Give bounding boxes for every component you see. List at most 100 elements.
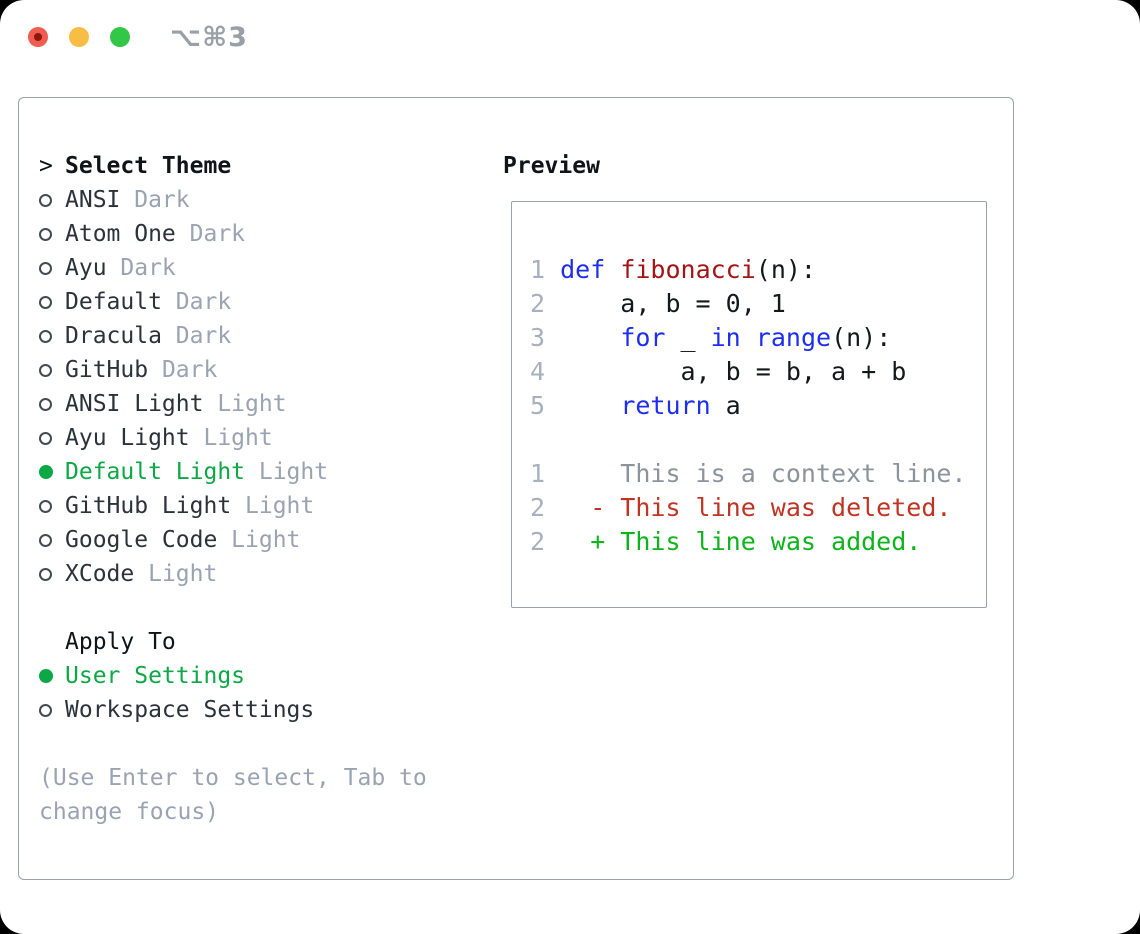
theme-option[interactable]: Ayu Dark <box>39 251 427 285</box>
code-line: 3 for _ in range(n): <box>530 321 986 355</box>
spacer <box>39 727 427 761</box>
close-dot-icon <box>34 33 42 41</box>
select-theme-title: Select Theme <box>65 153 232 179</box>
option-variant: Dark <box>161 357 218 383</box>
radio-icon <box>39 363 52 377</box>
radio-icon <box>39 567 52 581</box>
theme-option[interactable]: Ayu Light Light <box>39 421 427 455</box>
select-theme-header: > Select Theme <box>39 149 427 183</box>
option-label: Ayu Light <box>65 425 190 451</box>
theme-option[interactable]: Dracula Dark <box>39 319 427 353</box>
code-token-plain <box>560 323 620 352</box>
titlebar: ⌥⌘3 <box>0 0 1140 76</box>
theme-option[interactable]: Google Code Light <box>39 523 427 557</box>
theme-option[interactable]: Default Dark <box>39 285 427 319</box>
option-label: Atom One <box>65 221 176 247</box>
option-label: Google Code <box>65 527 218 553</box>
code-token-plain: a <box>710 391 741 420</box>
radio-icon <box>39 669 53 683</box>
option-label: Workspace Settings <box>65 697 315 723</box>
option-label: XCode <box>65 561 135 587</box>
option-label: ANSI Light <box>65 391 204 417</box>
apply-to-option[interactable]: Workspace Settings <box>39 693 427 727</box>
fullscreen-button[interactable] <box>110 27 130 47</box>
option-label: GitHub <box>65 357 149 383</box>
help-line: change focus) <box>39 799 220 825</box>
code-line: 2 + This line was added. <box>530 525 986 559</box>
option-variant: Dark <box>189 221 246 247</box>
radio-icon <box>39 227 52 241</box>
option-variant: Dark <box>120 255 176 281</box>
theme-option[interactable]: Atom One Dark <box>39 217 427 251</box>
apply-to-option[interactable]: User Settings <box>39 659 427 693</box>
radio-icon <box>39 533 52 547</box>
option-variant: Light <box>148 561 218 587</box>
apply-to-list: User Settings Workspace Settings <box>39 659 427 727</box>
radio-icon <box>39 193 52 207</box>
theme-option[interactable]: ANSI Light Light <box>39 387 427 421</box>
code-token-plain <box>560 391 620 420</box>
option-label: User Settings <box>65 663 246 689</box>
theme-option[interactable]: ANSI Dark <box>39 183 427 217</box>
radio-icon <box>39 499 52 513</box>
code-line: 4 a, b = b, a + b <box>530 355 986 389</box>
preview-title: Preview <box>503 153 600 179</box>
code-token-function: fibonacci <box>620 255 756 284</box>
option-label: GitHub Light <box>65 493 232 519</box>
theme-list: ANSI Dark Atom One Dark Ayu Dark Default… <box>39 183 427 591</box>
traffic-lights <box>28 27 130 47</box>
line-number: 2 <box>530 493 546 522</box>
option-label: Ayu <box>65 255 107 281</box>
line-number: 1 <box>530 255 546 284</box>
code-token-plain <box>605 255 620 284</box>
code-token-plain: (n): <box>831 323 892 352</box>
theme-option[interactable]: XCode Light <box>39 557 427 591</box>
option-variant: Light <box>258 459 329 485</box>
spacer <box>39 591 427 625</box>
code-line: 1 This is a context line. <box>530 457 986 491</box>
radio-icon <box>39 329 52 343</box>
option-label: ANSI <box>65 187 121 213</box>
help-line: (Use Enter to select, Tab to <box>39 765 427 791</box>
close-button[interactable] <box>28 27 48 47</box>
line-number: 4 <box>530 357 546 386</box>
code-line <box>530 423 986 457</box>
option-label: Dracula <box>65 323 162 349</box>
line-number: 2 <box>530 527 546 556</box>
code-token-keyword: return <box>620 391 711 420</box>
code-token-added: + This line was added. <box>560 527 922 556</box>
line-number: 2 <box>530 289 546 318</box>
minimize-button[interactable] <box>69 27 89 47</box>
code-token-context: This is a context line. <box>560 459 967 488</box>
window-title: ⌥⌘3 <box>170 22 248 53</box>
option-label: Default Light <box>65 459 246 485</box>
theme-option[interactable]: GitHub Light Light <box>39 489 427 523</box>
option-variant: Light <box>203 425 273 451</box>
option-label: Default <box>65 289 162 315</box>
apply-to-header: Apply To <box>39 625 427 659</box>
code-token-plain: a, b = 0, 1 <box>560 289 786 318</box>
radio-icon <box>39 703 52 717</box>
theme-option[interactable]: GitHub Dark <box>39 353 427 387</box>
option-variant: Light <box>217 391 287 417</box>
code-token-plain: (n): <box>755 255 816 284</box>
theme-option[interactable]: Default Light Light <box>39 455 427 489</box>
code-token-keyword: in <box>710 323 741 352</box>
code-line: 2 - This line was deleted. <box>530 491 986 525</box>
code-token-deleted: - This line was deleted. <box>560 493 952 522</box>
option-variant: Light <box>231 527 301 553</box>
code-line: 2 a, b = 0, 1 <box>530 287 986 321</box>
line-number: 1 <box>530 459 546 488</box>
option-variant: Dark <box>175 323 232 349</box>
radio-icon <box>39 465 53 479</box>
help-text: (Use Enter to select, Tab to change focus… <box>39 761 427 829</box>
cursor-icon: > <box>39 153 53 179</box>
radio-icon <box>39 295 52 309</box>
option-variant: Dark <box>175 289 232 315</box>
option-variant: Light <box>245 493 315 519</box>
radio-icon <box>39 261 52 275</box>
